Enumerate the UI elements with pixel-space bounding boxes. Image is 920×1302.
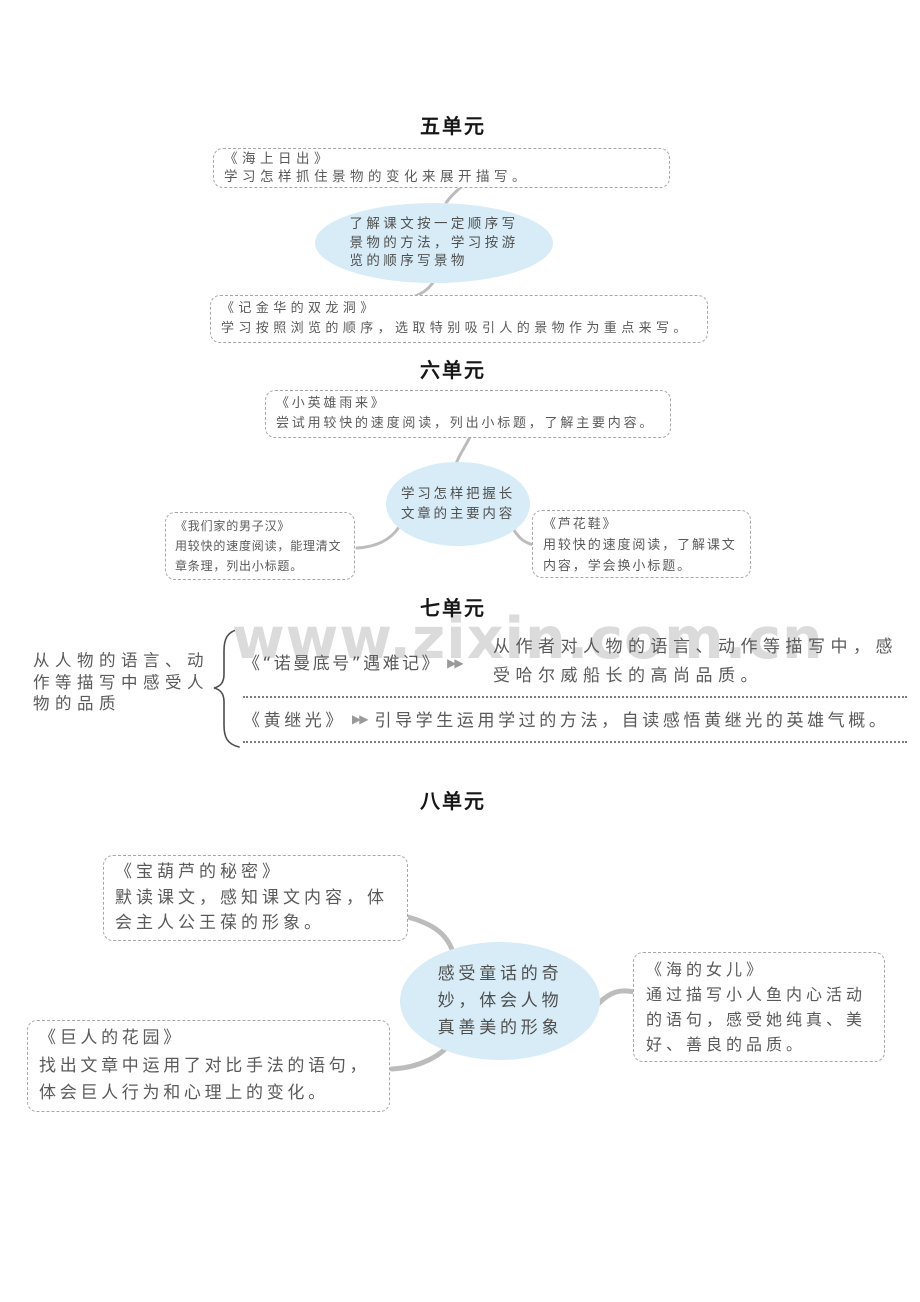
dotted-underline bbox=[243, 741, 907, 743]
double-arrow-icon: ▶▶ bbox=[352, 711, 369, 726]
book-title: 《记金华的双龙洞》 bbox=[221, 301, 378, 316]
unit8-right-node: 《海的女儿》 通过描写小人鱼内心活动 的语句，感受她纯真、美 好、善良的品质。 bbox=[633, 952, 885, 1062]
node-desc: 通过描写小人鱼内心活动 的语句，感受她纯真、美 好、善良的品质。 bbox=[646, 985, 867, 1054]
unit6-left-node: 《我们家的男子汉》 用较快的速度阅读，能理清文 章条理，列出小标题。 bbox=[165, 512, 355, 580]
unit6-top-node: 《小英雄雨来》 尝试用较快的速度阅读，列出小标题，了解主要内容。 bbox=[265, 390, 671, 438]
unit5-bottom-node: 《记金华的双龙洞》 学习按照浏览的顺序，选取特别吸引人的景物作为重点来写。 bbox=[210, 295, 708, 343]
row-desc: 引导学生运用学过的方法，自读感悟黄继光的英雄气概。 bbox=[374, 711, 890, 731]
bubble-text: 了解课文按一定顺序写 景物的方法，学习按游 览的顺序写景物 bbox=[349, 216, 519, 270]
unit6-title: 六单元 bbox=[420, 358, 486, 382]
connector-u6-left bbox=[355, 525, 401, 550]
unit8-bottomleft-node: 《巨人的花园》 找出文章中运用了对比手法的语句， 体会巨人行为和心理上的变化。 bbox=[27, 1020, 390, 1112]
node-desc: 学习怎样抓住景物的变化来展开描写。 bbox=[224, 168, 530, 185]
dotted-separator bbox=[243, 696, 907, 698]
book-title: 《海上日出》 bbox=[224, 151, 332, 167]
unit8-bubble: 感受童话的奇 妙，体会人物 真善美的形象 bbox=[400, 942, 600, 1060]
book-title: 《我们家的男子汉》 bbox=[175, 519, 291, 533]
node-desc: 用较快的速度阅读，了解课文 内容，学会换小标题。 bbox=[543, 538, 737, 574]
unit5-top-node: 《海上日出》 学习怎样抓住景物的变化来展开描写。 bbox=[213, 148, 670, 188]
book-title: 《宝葫芦的秘密》 bbox=[115, 862, 283, 882]
book-title: 《“诺曼底号”遇难记》▶▶ bbox=[243, 654, 464, 674]
watermark-text: www.zixin.com.cn bbox=[232, 606, 824, 672]
bubble-text: 学习怎样把握长 文章的主要内容 bbox=[400, 486, 516, 522]
node-desc: 学习按照浏览的顺序，选取特别吸引人的景物作为重点来写。 bbox=[221, 320, 691, 336]
node-desc: 默读课文，感知课文内容，体 会主人公王葆的形象。 bbox=[115, 887, 388, 934]
unit6-bubble: 学习怎样把握长 文章的主要内容 bbox=[386, 462, 530, 546]
book-title: 《巨人的花园》 bbox=[39, 1028, 184, 1048]
book-title: 《海的女儿》 bbox=[646, 960, 767, 979]
connector-u8-right bbox=[595, 988, 637, 1007]
node-desc: 找出文章中运用了对比手法的语句， 体会巨人行为和心理上的变化。 bbox=[39, 1055, 371, 1104]
unit8-title: 八单元 bbox=[420, 789, 486, 813]
row-desc: 从作者对人物的语言、动作等描写中，感 受哈尔威船长的高尚品质。 bbox=[493, 636, 898, 686]
book-title: 《小英雄雨来》 bbox=[276, 396, 387, 411]
unit6-right-node: 《芦花鞋》 用较快的速度阅读，了解课文 内容，学会换小标题。 bbox=[532, 510, 751, 578]
connector-u6-right bbox=[510, 525, 536, 547]
node-desc: 尝试用较快的速度阅读，列出小标题，了解主要内容。 bbox=[276, 415, 656, 431]
unit7-title: 七单元 bbox=[420, 596, 486, 620]
bubble-text: 感受童话的奇 妙，体会人物 真善美的形象 bbox=[437, 963, 563, 1038]
unit7-row: 《黄继光》 ▶▶ 引导学生运用学过的方法，自读感悟黄继光的英雄气概。 bbox=[243, 696, 907, 741]
unit7-rows: 《“诺曼底号”遇难记》▶▶ 从作者对人物的语言、动作等描写中，感 受哈尔威船长的… bbox=[243, 627, 907, 743]
connector-u6-top bbox=[454, 435, 472, 466]
unit5-bubble: 了解课文按一定顺序写 景物的方法，学习按游 览的顺序写景物 bbox=[315, 203, 553, 283]
unit7-row: 《“诺曼底号”遇难记》▶▶ 从作者对人物的语言、动作等描写中，感 受哈尔威船长的… bbox=[243, 627, 907, 696]
unit5-title: 五单元 bbox=[420, 114, 486, 138]
book-title: 《芦花鞋》 bbox=[543, 517, 618, 532]
unit8-topleft-node: 《宝葫芦的秘密》 默读课文，感知课文内容，体 会主人公王葆的形象。 bbox=[103, 855, 408, 941]
book-title: 《黄继光》 bbox=[243, 711, 346, 731]
unit7-side-label: 从人物的语言、动 作等描写中感受人 物的品质 bbox=[33, 651, 209, 713]
node-desc: 用较快的速度阅读，能理清文 章条理，列出小标题。 bbox=[175, 539, 342, 573]
double-arrow-icon: ▶▶ bbox=[447, 656, 464, 670]
